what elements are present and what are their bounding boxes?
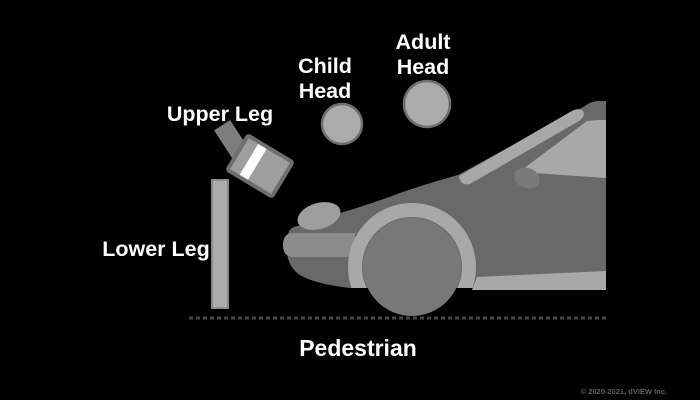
upper-leg-cylinder: [226, 134, 294, 198]
rocker-panel: [472, 271, 606, 290]
copyright-text: © 2020-2021, dVIEW Inc.: [581, 387, 667, 396]
upper-leg-band-white: [239, 143, 267, 180]
side-mirror: [514, 167, 540, 189]
car-illustration: [283, 101, 606, 316]
side-window: [519, 120, 606, 178]
child-head-label: Child Head: [298, 54, 352, 103]
car-bumper: [283, 233, 355, 257]
adult-head-label: Adult Head: [396, 30, 451, 79]
child-head-label-line2: Head: [299, 79, 352, 103]
adult-head-label-line2: Head: [397, 55, 450, 79]
adult-head-impactor: [402, 79, 452, 129]
wheel-arch: [348, 203, 476, 288]
upper-leg-band-gray-2: [248, 149, 290, 194]
child-head-label-line1: Child: [298, 54, 352, 78]
adult-head-label-line1: Adult: [396, 30, 451, 54]
upper-leg-band-gray-1: [230, 138, 259, 175]
lower-leg-label: Lower Leg: [102, 237, 210, 261]
upper-leg-label: Upper Leg: [167, 102, 273, 126]
upper-leg-impactor: [214, 120, 294, 198]
windshield-glass: [459, 109, 584, 185]
child-head-impactor: [320, 102, 364, 146]
front-wheel: [363, 218, 461, 316]
lower-leg-impactor: [211, 179, 229, 309]
headlight: [297, 202, 341, 230]
pedestrian-label: Pedestrian: [299, 335, 417, 361]
